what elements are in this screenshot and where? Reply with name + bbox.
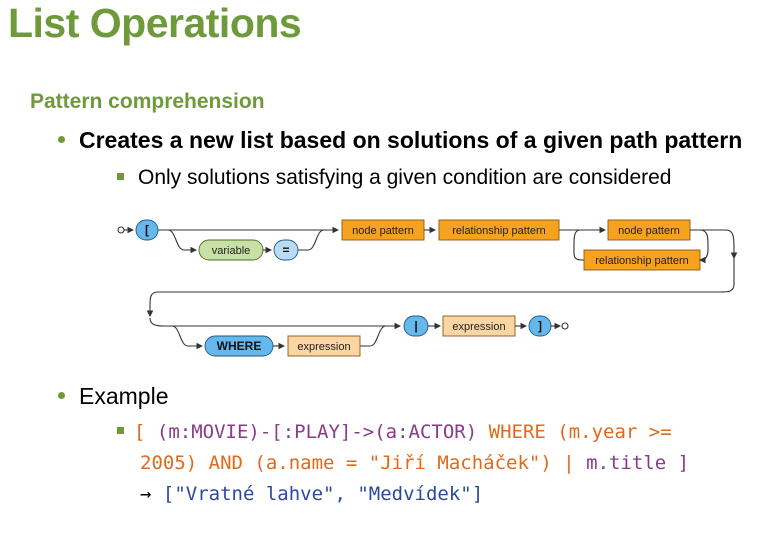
code-pipe: ) | (540, 452, 587, 474)
code-path-pattern: (m:MOVIE)-[:PLAY]->(a:ACTOR) (156, 421, 478, 443)
node-variable-label: variable (212, 245, 251, 257)
bullet-dot-icon (58, 392, 65, 400)
bullet-dot-icon (58, 136, 65, 144)
code-open-bracket: [ (134, 421, 157, 443)
code-result-arrow: → (140, 483, 163, 505)
bullet-main: Creates a new list based on solutions of… (58, 127, 742, 154)
code-result-list: ["Vratné lahve", "Medvídek"] (162, 483, 484, 505)
node-where-label: WHERE (217, 339, 262, 353)
bullet-example-text: Example (79, 383, 169, 409)
node-relationship-pattern-2-label: relationship pattern (595, 255, 689, 267)
code-where-keyword: WHERE (477, 421, 558, 443)
section-subtitle: Pattern comprehension (30, 90, 265, 113)
bullet-main-text: Creates a new list based on solutions of… (79, 127, 743, 153)
bullet-example: Example (58, 383, 168, 410)
code-string-name: "Jiří Macháček" (368, 452, 541, 474)
code-line-3: → ["Vratné lahve", "Medvídek"] (140, 483, 483, 505)
code-line-2: 2005) AND (a.name = "Jiří Macháček") | m… (140, 452, 689, 474)
bullet-sub-text: Only solutions satisfying a given condit… (138, 166, 672, 189)
code-condition-cont: 2005) AND (a.name = (140, 452, 369, 474)
node-equals-label: = (282, 243, 289, 257)
node-expression-1-label: expression (297, 341, 350, 353)
bullet-square-icon (117, 172, 124, 180)
node-expression-2-label: expression (452, 321, 505, 333)
code-condition-start: (m.year >= (557, 421, 672, 443)
node-pipe-label: | (414, 319, 417, 333)
bullet-square-icon (117, 427, 124, 434)
code-projection: m.title ] (586, 452, 690, 474)
node-node-pattern-1-label: node pattern (352, 225, 414, 237)
node-open-bracket-label: [ (145, 223, 149, 237)
node-relationship-pattern-1-label: relationship pattern (452, 225, 546, 237)
diagram-start-icon (117, 226, 125, 234)
diagram-end-icon (561, 322, 569, 330)
node-close-bracket-label: ] (538, 319, 542, 333)
node-node-pattern-2-label: node pattern (618, 225, 680, 237)
bullet-sub: Only solutions satisfying a given condit… (117, 166, 671, 190)
page-title: List Operations (8, 0, 302, 46)
code-line-1: [ (m:MOVIE)-[:PLAY]->(a:ACTOR) WHERE (m.… (117, 421, 672, 443)
